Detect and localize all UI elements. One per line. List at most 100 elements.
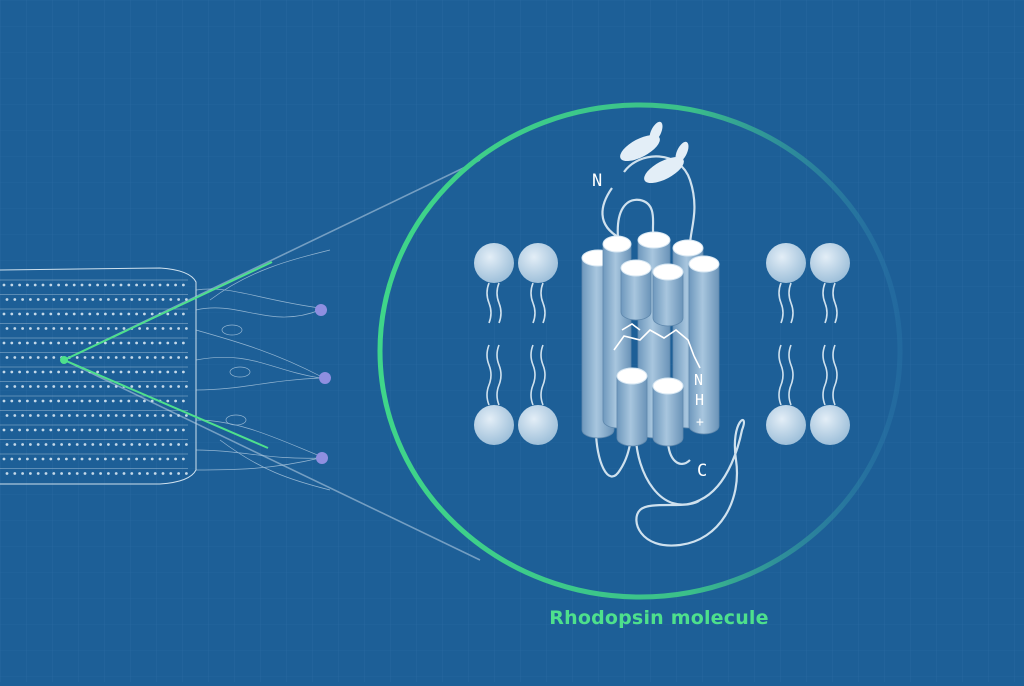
rod-disc-dot xyxy=(36,356,40,359)
lipid-tail xyxy=(832,344,838,406)
rod-disc-dot xyxy=(161,298,165,301)
rod-disc-dot xyxy=(161,443,165,446)
rod-disc-dot xyxy=(127,399,131,403)
rod-disc-dot xyxy=(80,399,84,403)
rod-disc-dot xyxy=(72,312,76,316)
lipid-tail xyxy=(778,344,784,406)
rod-disc-dot xyxy=(49,370,53,374)
rod-disc-dot xyxy=(174,399,178,403)
rod-disc-dot xyxy=(119,399,123,403)
rod-disc-dot xyxy=(91,443,95,446)
rod-disc-dot xyxy=(161,414,165,417)
rod-disc-dot xyxy=(18,428,21,432)
rod-disc-dot xyxy=(2,312,6,316)
rod-disc-dot xyxy=(10,341,14,345)
lipid-head-top xyxy=(766,243,806,283)
rod-disc-dot xyxy=(65,399,68,403)
rod-disc-dot xyxy=(182,341,185,345)
rod-disc-dot xyxy=(68,443,71,446)
rod-disc-dot xyxy=(33,428,37,432)
rod-disc-dot xyxy=(122,443,126,446)
lipid-tail xyxy=(530,344,536,406)
rod-disc-dot xyxy=(138,327,142,330)
rod-disc-dot xyxy=(26,283,29,287)
rod-disc-dot xyxy=(44,327,48,330)
rod-disc-dot xyxy=(174,428,178,432)
rod-disc-dot xyxy=(5,443,9,446)
lipid-head-bottom xyxy=(518,405,558,445)
rod-disc-dot xyxy=(5,298,9,301)
rod-disc-dot xyxy=(72,457,76,461)
rod-disc-dot xyxy=(18,399,21,403)
rod-disc-dot xyxy=(29,443,32,446)
rod-disc-dot xyxy=(104,457,107,461)
rod-disc-dot xyxy=(135,283,139,287)
transmembrane-helices xyxy=(581,231,720,447)
rod-disc-dot xyxy=(96,399,99,403)
rod-disc-dot xyxy=(161,385,165,388)
rod-disc-dot xyxy=(161,472,165,475)
rod-disc-dot xyxy=(18,341,21,345)
rod-disc-dot xyxy=(57,457,60,461)
rod-disc-dot xyxy=(13,472,17,475)
rod-disc-dot xyxy=(52,385,56,388)
lipid-tail xyxy=(822,282,828,324)
rod-disc-dot xyxy=(146,327,149,330)
rod-disc-dot xyxy=(75,356,79,359)
rod-disc-dot xyxy=(41,457,45,461)
rod-disc-dot xyxy=(111,283,115,287)
glycan-group xyxy=(620,121,689,184)
rod-disc-dot xyxy=(18,283,21,287)
rod-disc-dot xyxy=(119,283,123,287)
rod-disc-dot xyxy=(41,341,45,345)
rod-disc-dot xyxy=(65,312,68,316)
rod-disc-dot xyxy=(41,312,45,316)
rod-disc-dot xyxy=(10,399,14,403)
rod-disc-dot xyxy=(135,428,139,432)
rod-disc-dot xyxy=(75,298,79,301)
rod-disc-dot xyxy=(119,312,123,316)
rod-disc-dot xyxy=(166,457,170,461)
helix-top xyxy=(688,255,720,273)
rod-disc-dot xyxy=(150,370,154,374)
zoom-origin-point xyxy=(60,356,68,364)
rod-disc-dot xyxy=(2,457,6,461)
rod-disc-dot xyxy=(13,385,17,388)
helix-top xyxy=(652,263,684,281)
rod-disc-dot xyxy=(96,428,99,432)
rod-disc-dot xyxy=(88,399,92,403)
rod-disc-dot xyxy=(104,312,107,316)
rod-disc-dot xyxy=(104,283,107,287)
rod-disc-dot xyxy=(169,298,173,301)
rod-disc-dot xyxy=(68,298,71,301)
rod-disc-dot xyxy=(127,312,131,316)
rod-disc-dot xyxy=(36,327,40,330)
rod-disc-dot xyxy=(2,370,6,374)
synapse-dot-1 xyxy=(315,304,327,316)
rod-disc-dot xyxy=(13,443,17,446)
helix xyxy=(688,255,720,435)
rod-disc-dot xyxy=(83,327,87,330)
rod-disc-dot xyxy=(135,312,139,316)
rod-disc-dot xyxy=(169,356,173,359)
lipid-tail xyxy=(788,282,794,324)
rod-disc-dot xyxy=(135,370,139,374)
rod-disc-dot xyxy=(96,283,99,287)
rod-disc-dot xyxy=(52,472,56,475)
rod-disc-dot xyxy=(119,428,123,432)
helix-top xyxy=(616,367,648,385)
rod-disc-dot xyxy=(161,356,165,359)
rod-disc-dot xyxy=(104,370,107,374)
rod-disc-dot xyxy=(143,399,146,403)
diagram-caption: Rhodopsin molecule xyxy=(549,607,769,629)
rod-disc-dot xyxy=(49,457,53,461)
rod-disc-dot xyxy=(135,399,139,403)
lysine-h-label: H xyxy=(695,391,704,409)
rod-disc-dot xyxy=(177,356,181,359)
rod-disc-dot xyxy=(91,356,95,359)
rod-disc-dot xyxy=(68,414,71,417)
rod-disc-dot xyxy=(80,457,84,461)
lipid-head-bottom xyxy=(766,405,806,445)
rod-disc-dot xyxy=(143,312,146,316)
rod-disc-dot xyxy=(122,298,126,301)
